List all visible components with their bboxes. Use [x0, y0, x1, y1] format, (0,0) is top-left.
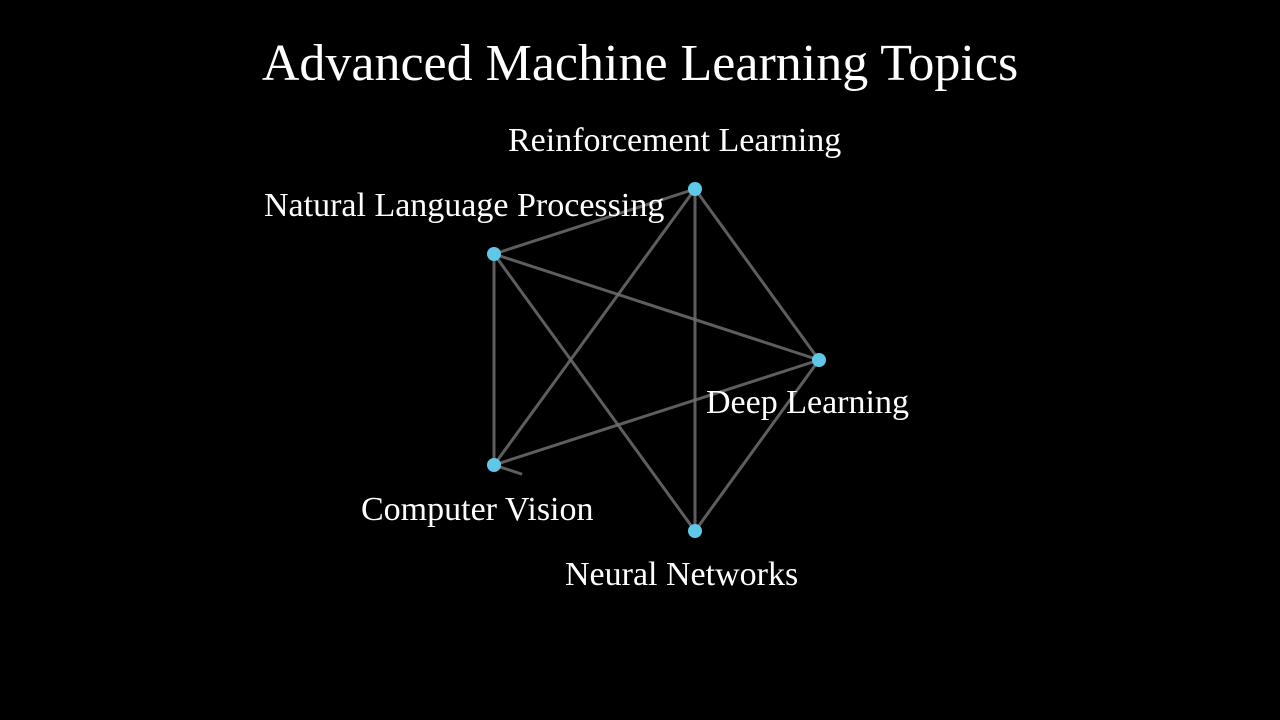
graph-edges	[492, 187, 821, 532]
graph-nodes	[487, 182, 826, 538]
node-nlp	[487, 247, 501, 261]
edge-rl-cv	[492, 188, 697, 466]
node-rl	[688, 182, 702, 196]
edge-dl-nn	[693, 359, 821, 532]
edge-nlp-rl	[493, 187, 696, 256]
node-label-reinforcement-learning: Reinforcement Learning	[508, 122, 842, 159]
node-label-neural-networks: Neural Networks	[565, 556, 799, 593]
edge-nlp-nn	[492, 253, 697, 532]
edge-nlp-dl	[493, 252, 820, 362]
node-label-natural-language-processing: Natural Language Processing	[264, 187, 665, 224]
node-cv	[487, 458, 501, 472]
edge-dl-cv	[493, 358, 820, 467]
node-dl	[812, 353, 826, 367]
node-label-computer-vision: Computer Vision	[361, 491, 594, 528]
edge-rl-dl	[693, 188, 821, 361]
node-label-deep-learning: Deep Learning	[706, 384, 909, 421]
diagram-title: Advanced Machine Learning Topics	[261, 35, 1019, 92]
node-nn	[688, 524, 702, 538]
